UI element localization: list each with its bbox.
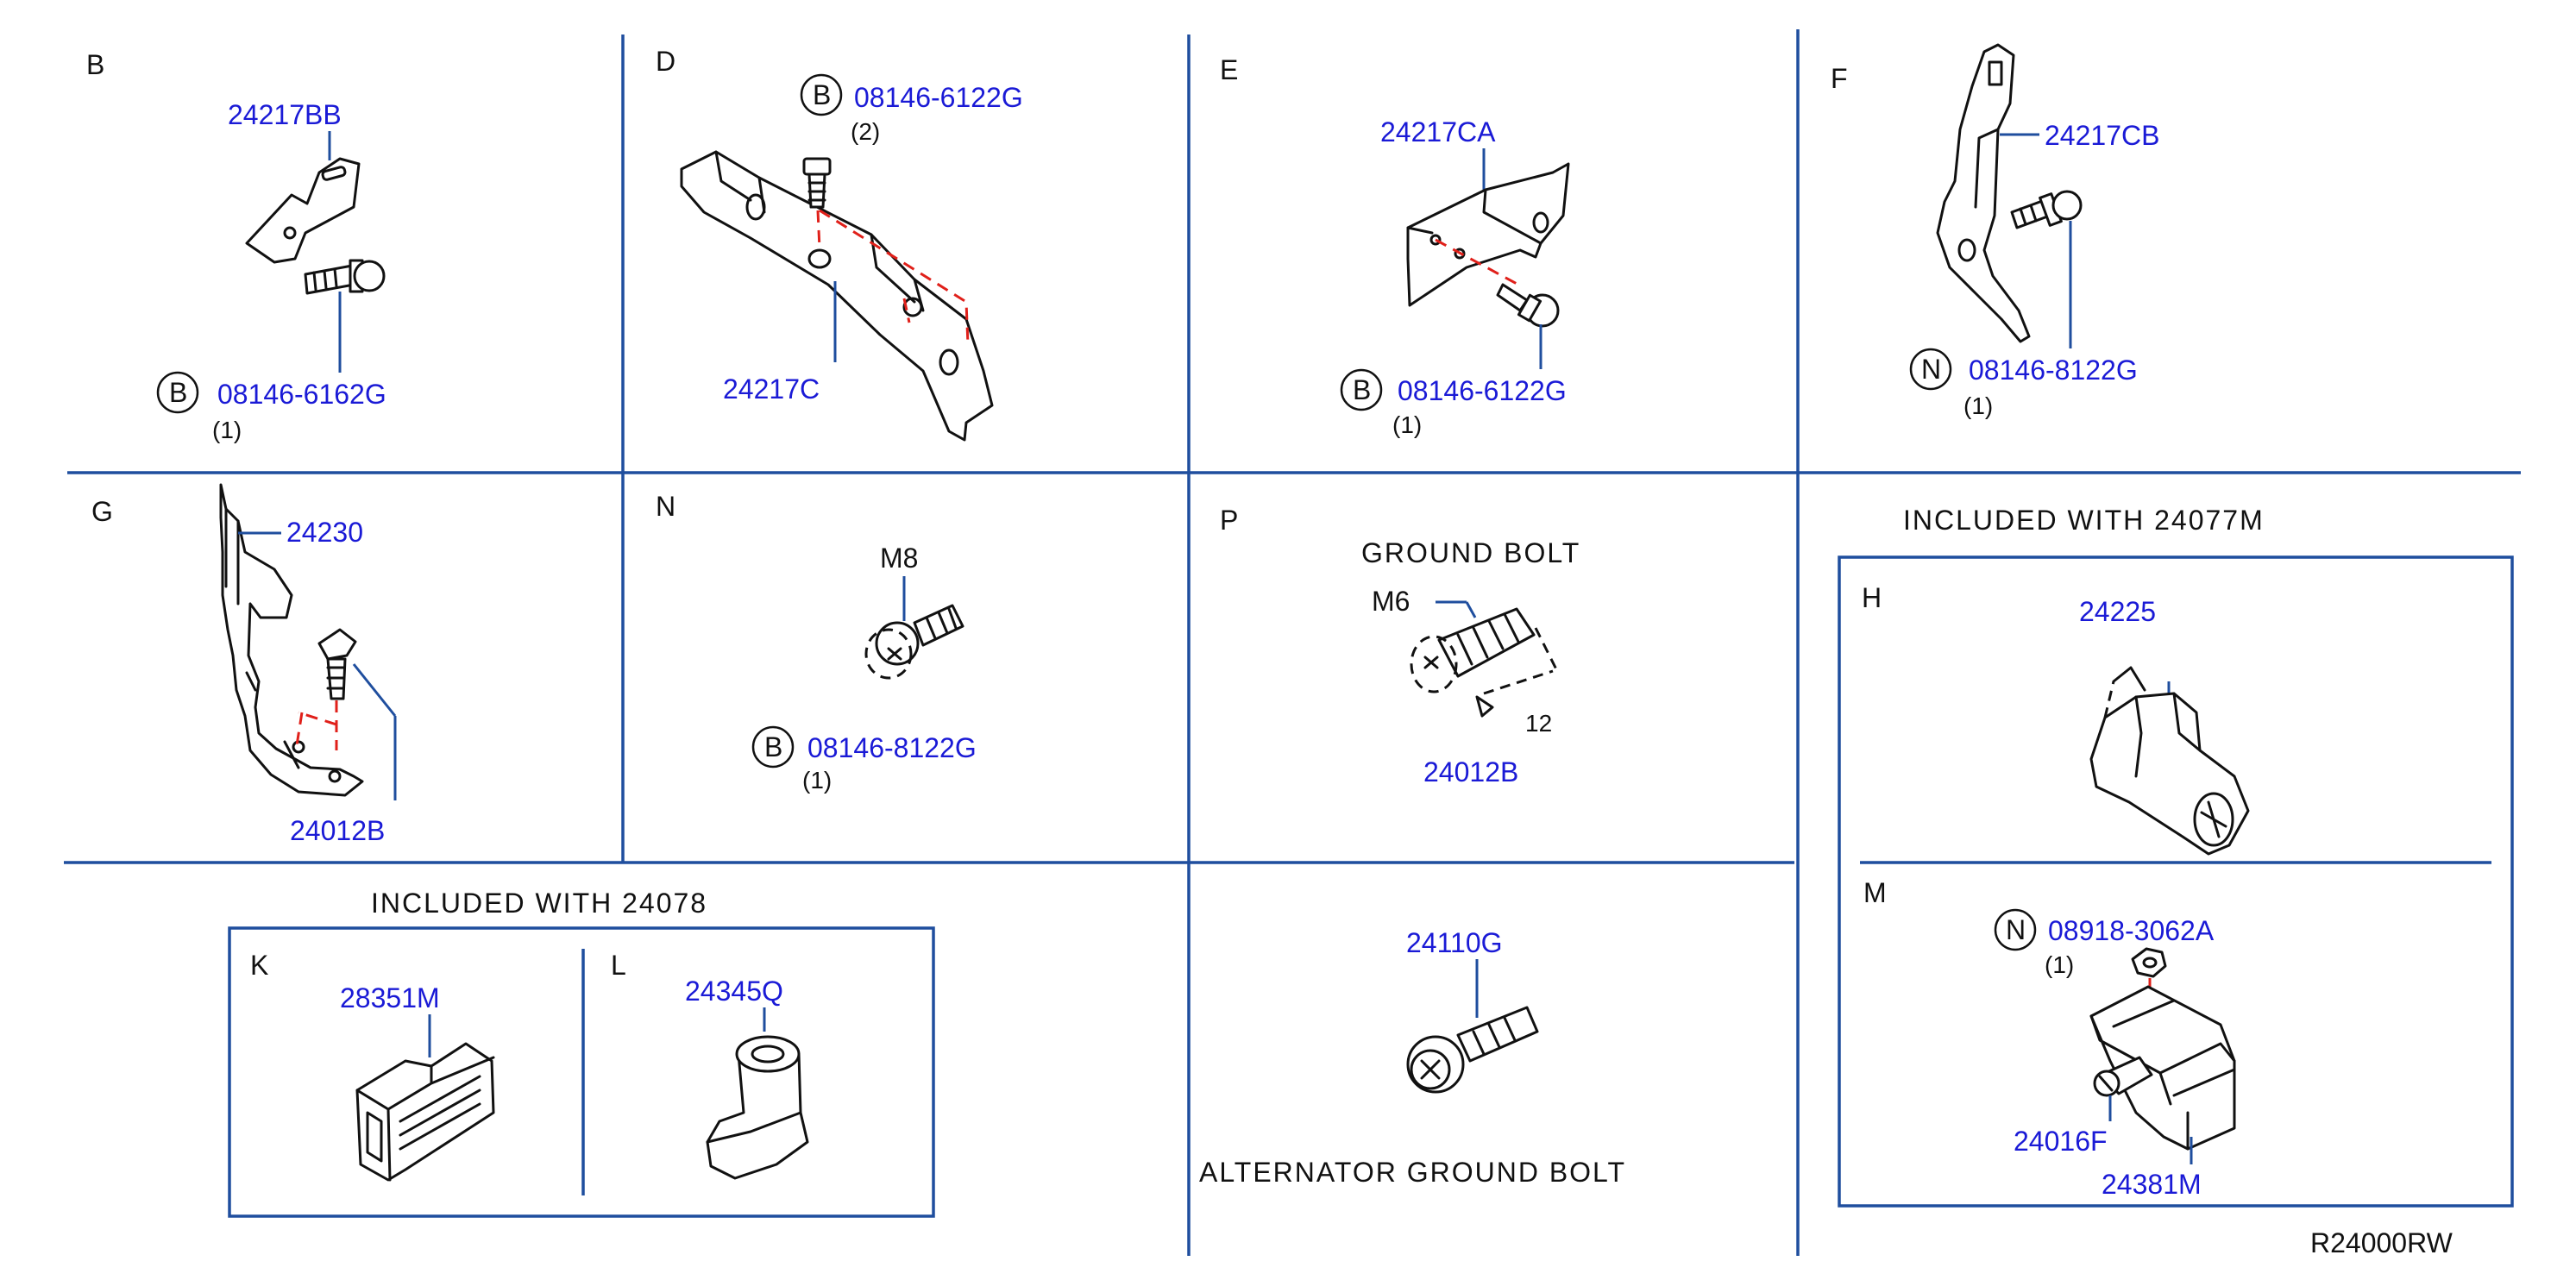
part-number-24110g: 24110G <box>1406 927 1503 958</box>
alternator-ground-bolt-title: ALTERNATOR GROUND BOLT <box>1199 1157 1626 1188</box>
included-24078-box <box>228 926 935 1218</box>
included-24077m-heading: INCLUDED WITH 24077M <box>1903 505 2265 536</box>
bolt-icon <box>317 628 357 700</box>
bracket-24217c <box>680 150 994 442</box>
bolt-number-08146-6122g: 08146-6122G <box>1398 375 1567 406</box>
section-k-label: K <box>250 950 268 981</box>
bolt-prefix-n: N <box>1921 354 1941 385</box>
bolt-prefix-circle <box>156 371 199 414</box>
bolt-icon <box>1496 283 1560 328</box>
bracket-24217cb <box>1936 43 2031 343</box>
bolt-icon <box>864 604 964 680</box>
section-h-label: H <box>1862 582 1882 613</box>
bolt-dimension-12: 12 <box>1525 710 1552 737</box>
bolt-icon <box>304 259 386 295</box>
section-d: D B 08146-6122G (2) 24217C <box>656 46 1023 442</box>
diagram-code: R24000RW <box>2310 1227 2453 1258</box>
section-k: K 28351M <box>250 950 495 1182</box>
bolt-icon <box>2010 190 2083 229</box>
part-number-24012b: 24012B <box>290 815 385 846</box>
bolt-prefix-b: B <box>1353 374 1371 405</box>
section-b-label: B <box>86 49 104 80</box>
included-24077m-box <box>1838 555 2514 1208</box>
section-n-label: N <box>656 491 675 522</box>
bolt-prefix-circle <box>751 725 795 769</box>
part-number-24217ca: 24217CA <box>1380 116 1496 147</box>
section-e-label: E <box>1220 54 1238 85</box>
bolt-qty: (2) <box>851 118 880 145</box>
ground-bolt-title: GROUND BOLT <box>1361 537 1580 568</box>
part-number-24230: 24230 <box>286 517 363 548</box>
bolt-qty: (1) <box>1392 411 1422 438</box>
part-number-24225: 24225 <box>2079 596 2156 627</box>
bolt-number-08146-8122g: 08146-8122G <box>1969 355 2138 386</box>
nut-qty: (1) <box>2045 951 2074 978</box>
bolt-size-m6: M6 <box>1372 586 1410 617</box>
section-e: E 24217CA B 08146-6122G (1) <box>1220 54 1570 438</box>
fuse-holder-24381m <box>2089 985 2236 1151</box>
section-f-label: F <box>1831 63 1848 94</box>
section-d-label: D <box>656 46 675 77</box>
bolt-size-m8: M8 <box>880 543 918 574</box>
part-number-24217bb: 24217BB <box>228 99 342 130</box>
part-number-28351m: 28351M <box>340 982 440 1013</box>
bolt-number-08146-8122g: 08146-8122G <box>807 732 977 763</box>
bolt-prefix-circle <box>1340 368 1383 411</box>
bolt-icon <box>1406 1006 1539 1094</box>
nut-number-08918-3062a: 08918-3062A <box>2048 915 2215 946</box>
bracket-24217ca <box>1406 162 1570 307</box>
part-number-24381m: 24381M <box>2102 1169 2202 1200</box>
part-number-24012b: 24012B <box>1423 756 1518 787</box>
bolt-icon <box>802 157 832 209</box>
bolt-qty: (1) <box>1963 392 1993 419</box>
included-24078-heading: INCLUDED WITH 24078 <box>371 888 707 919</box>
bolt-number-08146-6122g: 08146-6122G <box>854 82 1023 113</box>
section-alternator: 24110G ALTERNATOR GROUND BOLT <box>1199 927 1626 1188</box>
part-number-24345q: 24345Q <box>685 976 783 1007</box>
part-number-24217c: 24217C <box>723 373 820 405</box>
section-l: L 24345Q <box>611 950 809 1180</box>
section-f: F 24217CB N 08146-8122G (1) <box>1831 43 2159 419</box>
section-g-label: G <box>91 496 113 527</box>
terminal-icon <box>2093 1056 2153 1097</box>
section-h: H 24225 <box>1862 582 2250 856</box>
grommet-24345q <box>706 1052 809 1180</box>
bracket-24230 <box>219 483 364 797</box>
section-m-label: M <box>1863 877 1887 908</box>
section-p-label: P <box>1220 505 1238 536</box>
connector-28351m <box>355 1042 495 1182</box>
bolt-prefix-circle <box>1909 348 1952 391</box>
grid-lines <box>64 29 2521 1256</box>
bolt-prefix-circle <box>800 73 843 116</box>
section-l-label: L <box>611 950 626 981</box>
nut-prefix-n: N <box>2006 914 2026 945</box>
section-b: B 24217BB B 08146-6162G (1) <box>86 49 386 443</box>
bracket-24217bb <box>245 157 361 264</box>
bolt-number-08146-6162g: 08146-6162G <box>217 379 386 410</box>
bolt-qty: (1) <box>802 767 832 794</box>
bolt-prefix-b: B <box>813 79 831 110</box>
part-number-24016f: 24016F <box>2014 1126 2108 1157</box>
nut-icon <box>2131 947 2167 978</box>
bolt-prefix-b: B <box>169 377 187 408</box>
section-m: M N 08918-3062A (1) 24016F 24381M <box>1863 877 2236 1200</box>
terminal-cover-24225 <box>2089 692 2250 856</box>
section-g: G 24230 24012B <box>91 483 397 846</box>
included-24077m-group: INCLUDED WITH 24077M H 24225 M N 08918-3… <box>1838 505 2514 1208</box>
section-p: P GROUND BOLT M6 12 24012B <box>1220 505 1580 787</box>
part-number-24217cb: 24217CB <box>2045 120 2159 151</box>
bolt-icon <box>1410 607 1558 695</box>
bolt-qty: (1) <box>212 417 242 443</box>
bolt-prefix-b: B <box>764 731 782 762</box>
included-24078-group: INCLUDED WITH 24078 K 28351M L 24345Q <box>228 888 935 1218</box>
nut-prefix-circle <box>1994 908 2037 951</box>
section-n: N M8 B 08146-8122G (1) <box>656 491 977 794</box>
